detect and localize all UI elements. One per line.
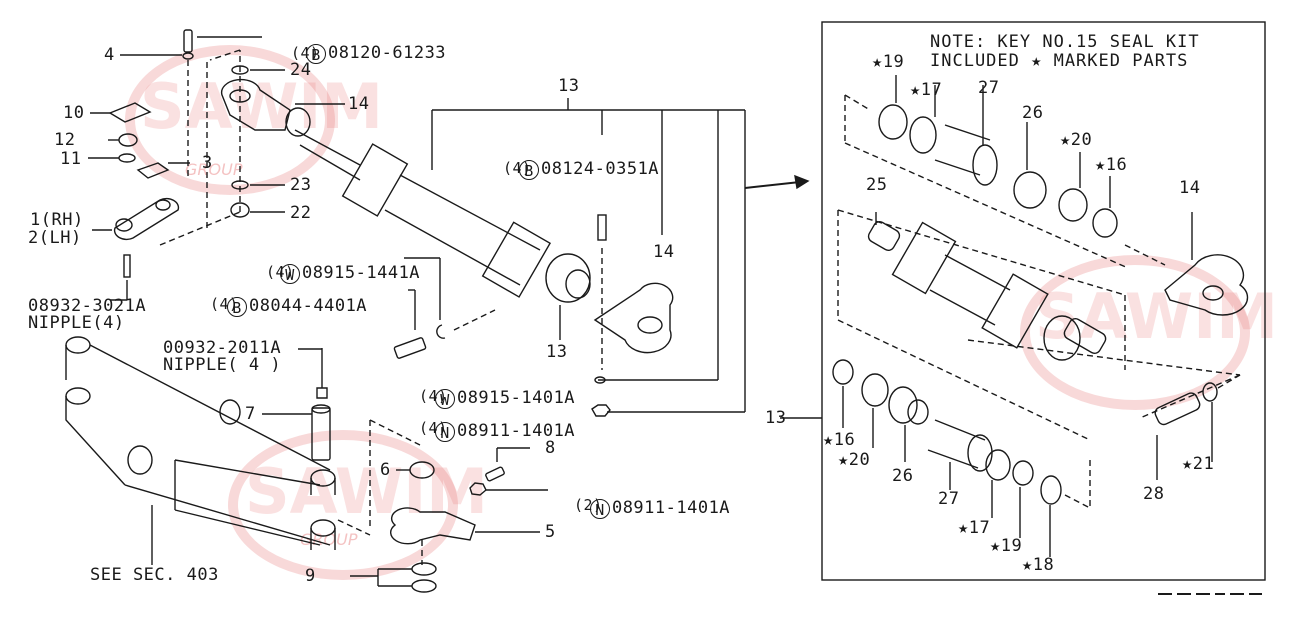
- hardware-qty: (4): [210, 295, 239, 313]
- callout-9: 9: [305, 566, 316, 586]
- callout-27: 27: [978, 78, 1000, 98]
- callout-26: 26: [892, 466, 914, 486]
- callout-27: 27: [938, 489, 960, 509]
- callout-star-20: ★20: [838, 450, 871, 470]
- hardware-qty: (4): [419, 387, 448, 405]
- callout-23: 23: [290, 175, 312, 195]
- callout-28: 28: [1143, 484, 1165, 504]
- washer-symbol-icon: W: [434, 389, 455, 409]
- callout-22: 22: [290, 203, 312, 223]
- callout-10: 10: [63, 103, 85, 123]
- hardware-qty: (2): [574, 496, 603, 514]
- callout-5: 5: [545, 522, 556, 542]
- hardware-qty: (4): [419, 419, 448, 437]
- callout-star-16: ★16: [823, 430, 856, 450]
- nut-symbol-icon: N: [589, 499, 610, 519]
- callout-6: 6: [380, 460, 391, 480]
- hardware-qty: (4): [503, 159, 532, 177]
- washer-symbol-icon: W: [279, 264, 300, 284]
- callout-25: 25: [866, 175, 888, 195]
- callout-11: 11: [60, 149, 82, 169]
- callout-star-17: ★17: [910, 80, 943, 100]
- pivot-bracket-art: [88, 29, 345, 301]
- bolt-symbol-icon: B: [518, 160, 539, 180]
- callout-13: 13: [765, 408, 787, 428]
- steering-cylinder-art: [294, 98, 810, 417]
- callout-4: 4: [104, 45, 115, 65]
- callout-24: 24: [290, 60, 312, 80]
- callout-13: 13: [558, 76, 580, 96]
- bolt-symbol-icon: B: [226, 297, 247, 317]
- callout-star-20: ★20: [1060, 130, 1093, 150]
- nipple-name: NIPPLE(4): [28, 313, 125, 333]
- callout-12: 12: [54, 130, 76, 150]
- callout-2-lh: 2(LH): [28, 228, 82, 248]
- callout-star-17: ★17: [958, 518, 991, 538]
- callout-13: 13: [546, 342, 568, 362]
- callout-3: 3: [202, 153, 213, 173]
- callout-14: 14: [1179, 178, 1201, 198]
- bolt-symbol-icon: B: [305, 44, 326, 64]
- callout-star-16: ★16: [1095, 155, 1128, 175]
- callout-star-19: ★19: [990, 536, 1023, 556]
- callout-14: 14: [348, 94, 370, 114]
- callout-star-21: ★21: [1182, 454, 1215, 474]
- see-section-note: SEE SEC. 403: [90, 565, 219, 585]
- callout-1-rh: 1(RH): [30, 210, 84, 230]
- callout-star-19: ★19: [872, 52, 905, 72]
- axle-beam-art: [65, 336, 548, 593]
- nipple-code-08932-3021A: 08932-3021A: [28, 296, 147, 316]
- hardware-qty: (4): [291, 44, 320, 62]
- seal-kit-note-line2: INCLUDED ★ MARKED PARTS: [930, 51, 1189, 71]
- callout-star-18: ★18: [1022, 555, 1055, 575]
- callout-26: 26: [1022, 103, 1044, 123]
- seal-kit-inset-art: [780, 21, 1266, 595]
- callout-14: 14: [653, 242, 675, 262]
- callout-8: 8: [545, 438, 556, 458]
- nipple-name: NIPPLE( 4 ): [163, 355, 282, 375]
- nut-symbol-icon: N: [434, 422, 455, 442]
- callout-7: 7: [245, 404, 256, 424]
- seal-kit-note-line1: NOTE: KEY NO.15 SEAL KIT: [930, 32, 1200, 52]
- hardware-qty: (4): [266, 263, 295, 281]
- nipple-code-00932-2011A: 00932-2011A: [163, 338, 282, 358]
